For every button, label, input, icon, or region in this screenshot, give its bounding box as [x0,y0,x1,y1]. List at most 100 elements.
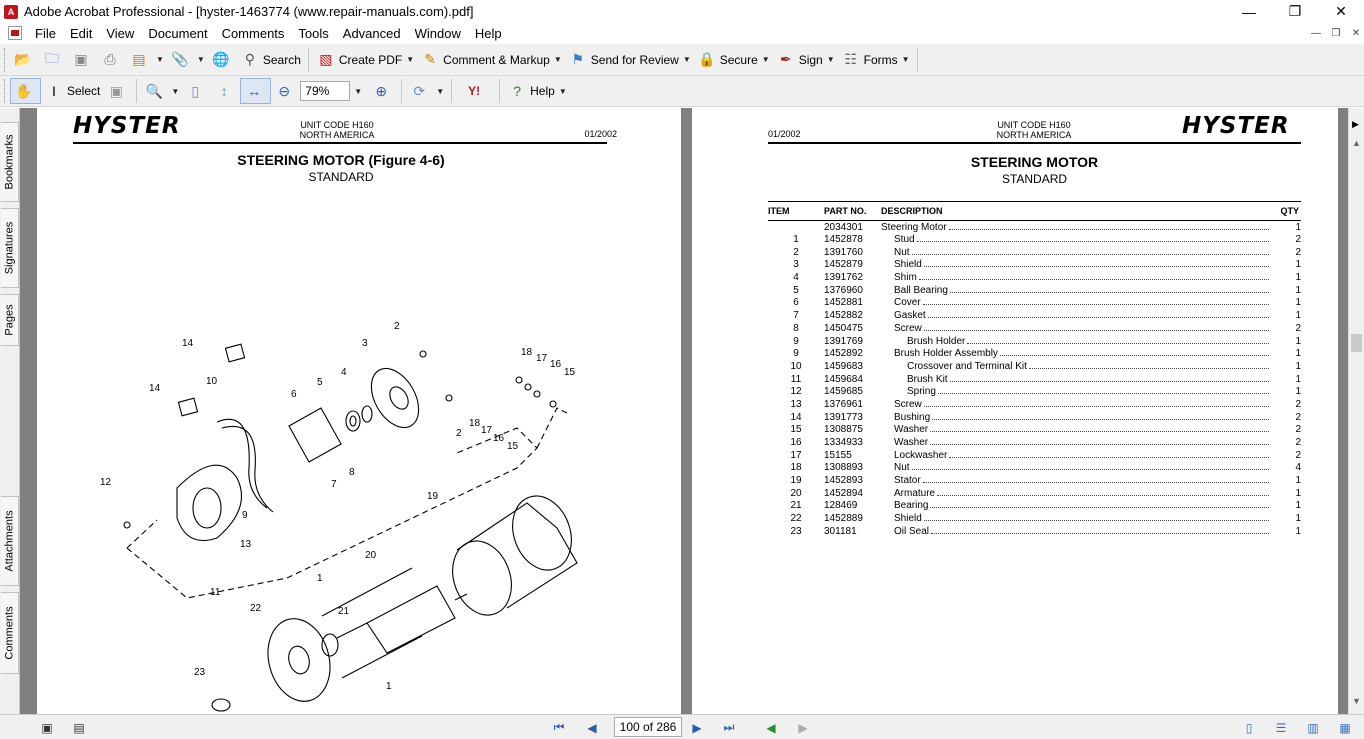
thumbnail-icon[interactable]: ▤ [73,720,85,735]
callout-label: 17 [481,425,493,436]
item-cell: 23 [790,525,802,537]
vertical-scrollbar[interactable]: ▶ ▲ ▼ [1348,108,1364,714]
previous-page-icon[interactable]: ◀ [587,720,597,735]
organizer-button[interactable]: 🗀 [39,47,68,73]
tab-signatures[interactable]: Signatures [1,208,19,288]
tab-pages-label: Pages [3,304,16,336]
open-button[interactable]: 📂 [10,47,39,73]
restore-button[interactable]: ❐ [1288,3,1302,19]
toolbar-grip[interactable] [4,47,7,72]
attach-button[interactable]: 📎▼ [167,47,208,73]
menu-advanced[interactable]: Advanced [342,25,401,41]
description-cell: Oil Seal [881,525,1271,538]
part-number-cell: 1391760 [824,246,863,258]
yahoo-button[interactable]: Y! [456,78,495,104]
create-pdf-button[interactable]: ▧Create PDF▼ [313,47,417,73]
comment-markup-button[interactable]: ✎Comment & Markup▼ [417,47,565,73]
document-menu-icon[interactable] [8,26,22,40]
tab-attachments[interactable]: Attachments [1,496,19,586]
zoom-out-button[interactable]: ⊖ [271,78,300,104]
menu-document[interactable]: Document [148,25,208,41]
scroll-up-icon[interactable]: ▲ [1352,138,1361,148]
zoom-dropdown-icon[interactable]: ▼ [354,86,363,96]
description-text: Bearing [894,500,929,512]
snapshot-button[interactable]: ▣ [103,78,132,104]
minimize-button[interactable]: — [1242,3,1256,20]
single-page-icon[interactable]: ▯ [1245,720,1253,735]
description-cell: Brush Kit [881,373,1271,386]
help-button[interactable]: ?Help▼ [504,78,570,104]
last-page-icon[interactable]: ⏭ [723,720,735,734]
callout-label: 2 [394,321,400,332]
doc-minimize-icon[interactable]: — [1311,27,1321,39]
qty-cell: 1 [1295,297,1301,309]
fit-width-icon: ↔ [247,83,262,99]
zoom-tool-button[interactable]: 🔍▼ [141,78,182,104]
next-view-icon[interactable]: ▶ [798,720,808,735]
qty-cell: 1 [1295,475,1301,487]
send-for-review-label: Send for Review [590,52,679,67]
search-button[interactable]: ⚲Search [237,47,304,73]
menu-comments[interactable]: Comments [221,25,285,41]
separator [916,47,918,72]
continuous-facing-icon[interactable]: ▦ [1339,720,1351,735]
scroll-down-icon[interactable]: ▼ [1352,696,1361,706]
next-page-icon[interactable]: ▶ [692,720,702,735]
send-for-review-button[interactable]: ⚑Send for Review▼ [565,47,694,73]
actual-size-button[interactable]: ▯ [182,78,211,104]
page-number-input[interactable]: 100 of 286 [614,717,682,737]
continuous-icon[interactable]: ☰ [1275,720,1287,735]
menu-view[interactable]: View [106,25,135,41]
region-text: NORTH AMERICA [996,130,1072,140]
create-pdf-label: Create PDF [338,52,403,67]
doc-close-icon[interactable]: ✕ [1351,27,1361,39]
leader-dots [932,418,1269,420]
tab-pages[interactable]: Pages [1,294,19,346]
leader-dots [930,507,1269,509]
hand-tool-button[interactable]: ✋ [10,78,41,104]
scroll-thumb[interactable] [1351,334,1362,352]
print-button[interactable]: ⎙ [97,47,126,73]
zoom-input[interactable]: 79% [300,81,351,101]
page-layout-icon[interactable]: ▣ [41,720,53,735]
forms-button[interactable]: ☷Forms▼ [838,47,913,73]
part-number-cell: 1459684 [824,373,863,385]
fit-page-button[interactable]: ↕ [211,78,240,104]
save-button[interactable]: ▣ [68,47,97,73]
secure-button[interactable]: 🔒Secure▼ [694,47,773,73]
description-cell: Brush Holder [881,335,1271,348]
doc-restore-icon[interactable]: ❐ [1331,27,1341,39]
separator [401,79,403,103]
export-button[interactable]: ▤▼ [126,47,167,73]
previous-view-icon[interactable]: ◀ [766,720,776,735]
leader-dots [923,520,1269,522]
chevron-down-icon: ▼ [553,55,562,64]
rotate-button[interactable]: ⟳▼ [406,78,447,104]
expand-arrow-icon[interactable]: ▶ [1352,119,1359,129]
fit-width-button[interactable]: ↔ [240,78,272,104]
menu-edit[interactable]: Edit [69,25,93,41]
part-number-cell: 1452894 [824,487,863,499]
tab-bookmarks[interactable]: Bookmarks [1,122,19,202]
menu-window[interactable]: Window [414,25,461,41]
close-button[interactable]: ✕ [1335,3,1347,19]
toolbar-grip[interactable] [4,79,7,103]
zoom-in-button[interactable]: ⊕ [368,78,397,104]
menu-help[interactable]: Help [474,25,502,41]
sign-button[interactable]: ✒Sign▼ [773,47,838,73]
shield-part [267,618,331,702]
facing-icon[interactable]: ▥ [1307,720,1319,735]
menu-tools[interactable]: Tools [298,25,329,41]
tab-comments[interactable]: Comments [1,592,19,674]
menu-file[interactable]: File [35,25,56,41]
callout-label: 2 [456,428,462,439]
first-page-icon[interactable]: ⏮ [553,720,565,734]
item-cell: 17 [790,449,802,461]
email-button[interactable]: 🌐 [208,47,237,73]
